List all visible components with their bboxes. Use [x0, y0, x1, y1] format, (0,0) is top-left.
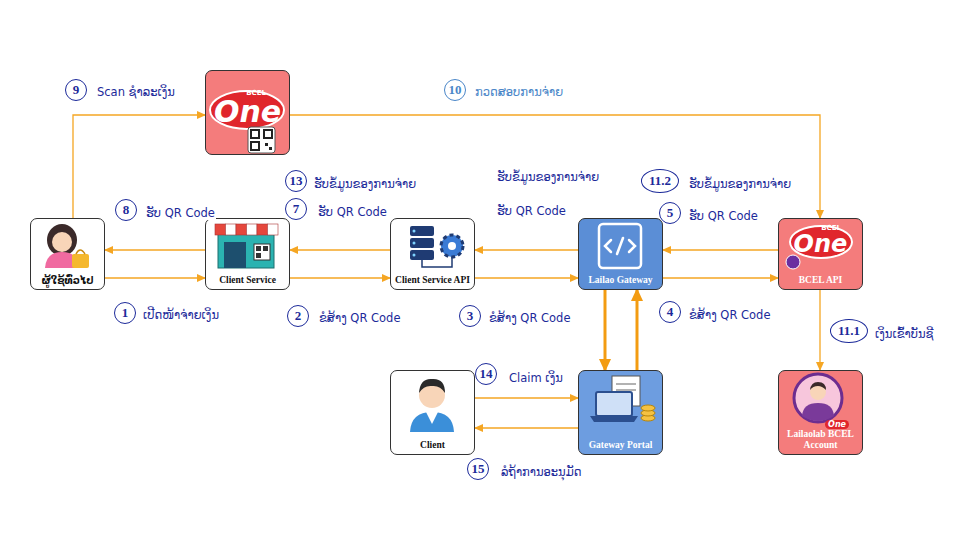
callout-number: 13 — [285, 170, 307, 192]
flow-arrow — [475, 277, 578, 278]
edge-label: ຮັບ QR Code — [145, 206, 216, 220]
flow-arrow — [475, 249, 578, 250]
edge-label: ເປີດໜ້າຈ່າຍເງິນ — [142, 308, 220, 322]
note-label: ຮັບຂໍ້ມູນຂອງການຈ່າຍ — [688, 177, 792, 191]
label-holder: 10 — [444, 79, 466, 101]
callout-number: 3 — [459, 305, 481, 327]
label-holder: ຂໍສ້າງ QR Code — [688, 304, 772, 323]
edge-label: Claim ເງິນ — [508, 371, 564, 385]
callout-number: 1 — [114, 302, 136, 324]
label-holder: ກວດສອບການຈ່າຍ — [474, 81, 564, 100]
label-holder: ຮັບ QR Code — [317, 201, 388, 220]
note-label: ຮັບຂໍ້ມູນຂອງການຈ່າຍ — [496, 170, 600, 184]
callout-number: 11.2 — [641, 169, 679, 193]
callout-number: 11.1 — [830, 319, 868, 343]
label-holder: 9 — [65, 79, 87, 101]
node-label: BCEL — [821, 224, 841, 232]
flow-arrow — [663, 249, 778, 250]
label-holder: 1 — [114, 302, 136, 324]
node-label: Client — [420, 440, 445, 451]
label-holder: ຮັບຂໍ້ມູນຂອງການຈ່າຍ — [496, 166, 600, 185]
flow-arrow — [73, 115, 205, 218]
label-holder: ຮັບຂໍ້ມູນຂອງການຈ່າຍ — [313, 173, 417, 192]
label-holder: ເງິນເຂົ້າບັນຊີ — [874, 323, 934, 342]
callout-number: 15 — [467, 458, 489, 480]
node-label: ຜູ້ໃຊ້ທົ່ວໄປ — [41, 275, 93, 287]
node-label: Client Service API — [395, 275, 470, 286]
label-holder: ຂໍສ້າງ QR Code — [488, 307, 572, 326]
edge-label: ຂໍສ້າງ QR Code — [318, 311, 402, 325]
label-holder: Claim ເງິນ — [508, 367, 564, 386]
edge-label: Scan ຊຳລະເງິນ — [96, 85, 176, 99]
label-holder: ຮັບ QR Code — [688, 205, 759, 224]
callout-number: 9 — [65, 79, 87, 101]
shop-icon — [215, 224, 278, 268]
node-label: Gateway Portal — [589, 440, 653, 451]
label-holder: ຮັບ QR Code — [496, 200, 567, 219]
callout-number: 2 — [287, 305, 309, 327]
edge-label: ຮັບ QR Code — [688, 209, 759, 223]
flow-arrow — [105, 249, 205, 250]
node-label: One — [794, 232, 848, 256]
flow-arrow — [475, 397, 578, 398]
node-label: Client Service — [219, 275, 276, 286]
edge-label: ຮັບ QR Code — [317, 205, 388, 219]
node-box: Lailao Gateway — [578, 218, 663, 290]
label-holder: ຮັບຂໍ້ມູນຂອງການຈ່າຍ — [688, 173, 792, 192]
label-holder: ຂໍສ້າງ QR Code — [318, 307, 402, 326]
callout-number: 4 — [659, 301, 681, 323]
label-holder: 11.1 — [830, 319, 868, 343]
flow-arrow — [105, 277, 205, 278]
node-box: BCELOneBCEL API — [778, 218, 863, 290]
label-holder: 8 — [115, 199, 137, 221]
edge-label: ຮັບ QR Code — [496, 204, 567, 218]
flow-arrow — [663, 277, 778, 278]
label-holder: 4 — [659, 301, 681, 323]
flow-arrow — [819, 290, 820, 370]
node-label: One — [825, 420, 849, 429]
callout-number: 5 — [659, 202, 681, 224]
edge-label: ລໍຖ້າການອະນຸມັດ — [500, 465, 582, 479]
callout-number: 8 — [115, 199, 137, 221]
label-holder: ຮັບ QR Code — [145, 202, 216, 221]
node-label: BCEL API — [799, 275, 843, 286]
flow-arrow — [290, 115, 820, 218]
flow-arrow — [290, 249, 390, 250]
flow-arrow — [604, 290, 607, 370]
account-icon — [794, 374, 842, 422]
label-holder: 14 — [475, 363, 497, 385]
edge-label: ຂໍສ້າງ QR Code — [488, 311, 572, 325]
node-label: Lailao Gateway — [588, 275, 652, 286]
label-holder: ລໍຖ້າການອະນຸມັດ — [500, 461, 582, 480]
edge-label: ເງິນເຂົ້າບັນຊີ — [874, 327, 934, 341]
label-holder: 13 — [285, 170, 307, 192]
edge-label: ກວດສອບການຈ່າຍ — [474, 85, 564, 99]
flow-arrow — [290, 277, 390, 278]
note-label: ຮັບຂໍ້ມູນຂອງການຈ່າຍ — [313, 177, 417, 191]
callout-number: 7 — [285, 198, 307, 220]
label-holder: 15 — [467, 458, 489, 480]
edge-label: ຂໍສ້າງ QR Code — [688, 308, 772, 322]
label-holder: Scan ຊຳລະເງິນ — [96, 81, 176, 100]
node-label: One — [214, 97, 281, 127]
label-holder: 7 — [285, 198, 307, 220]
callout-number: 10 — [444, 79, 466, 101]
node-label: BCEL — [246, 89, 266, 97]
callout-number: 14 — [475, 363, 497, 385]
label-holder: 2 — [287, 305, 309, 327]
flow-arrow — [475, 427, 578, 428]
node-label: Lailaolab BCEL Account — [782, 429, 859, 451]
label-holder: 11.2 — [641, 169, 679, 193]
label-holder: 3 — [459, 305, 481, 327]
flow-arrow — [636, 290, 639, 370]
label-holder: 5 — [659, 202, 681, 224]
label-holder: ເປີດໜ້າຈ່າຍເງິນ — [142, 304, 220, 323]
